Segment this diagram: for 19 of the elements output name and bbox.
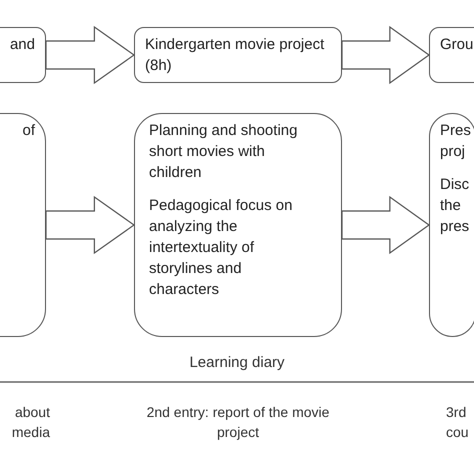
block-arrow (341, 196, 430, 254)
process-box (429, 113, 474, 337)
block-arrow (341, 26, 430, 84)
box-text: Disc the pres (440, 175, 470, 237)
block-arrow (45, 26, 136, 84)
diary-entry-text: 2nd entry: report of the movie project (146, 403, 330, 442)
process-box (134, 113, 342, 337)
box-text: Grou (440, 35, 474, 55)
box-text: of (21, 121, 35, 141)
diary-entry-text: about media (10, 403, 50, 442)
box-text: Pres proj (440, 121, 472, 162)
box-text: and (8, 35, 35, 55)
section-heading: Learning diary (188, 353, 286, 373)
diary-entry-text: 3rd cou (446, 403, 470, 442)
block-arrow (45, 196, 136, 254)
box-text: Planning and shooting short movies with children (149, 121, 298, 183)
box-text: Pedagogical focus on analyzing the intertextuality of storylines and characters (149, 196, 294, 300)
process-box (134, 27, 342, 83)
box-text: Kindergarten movie project (8h) (145, 35, 326, 76)
